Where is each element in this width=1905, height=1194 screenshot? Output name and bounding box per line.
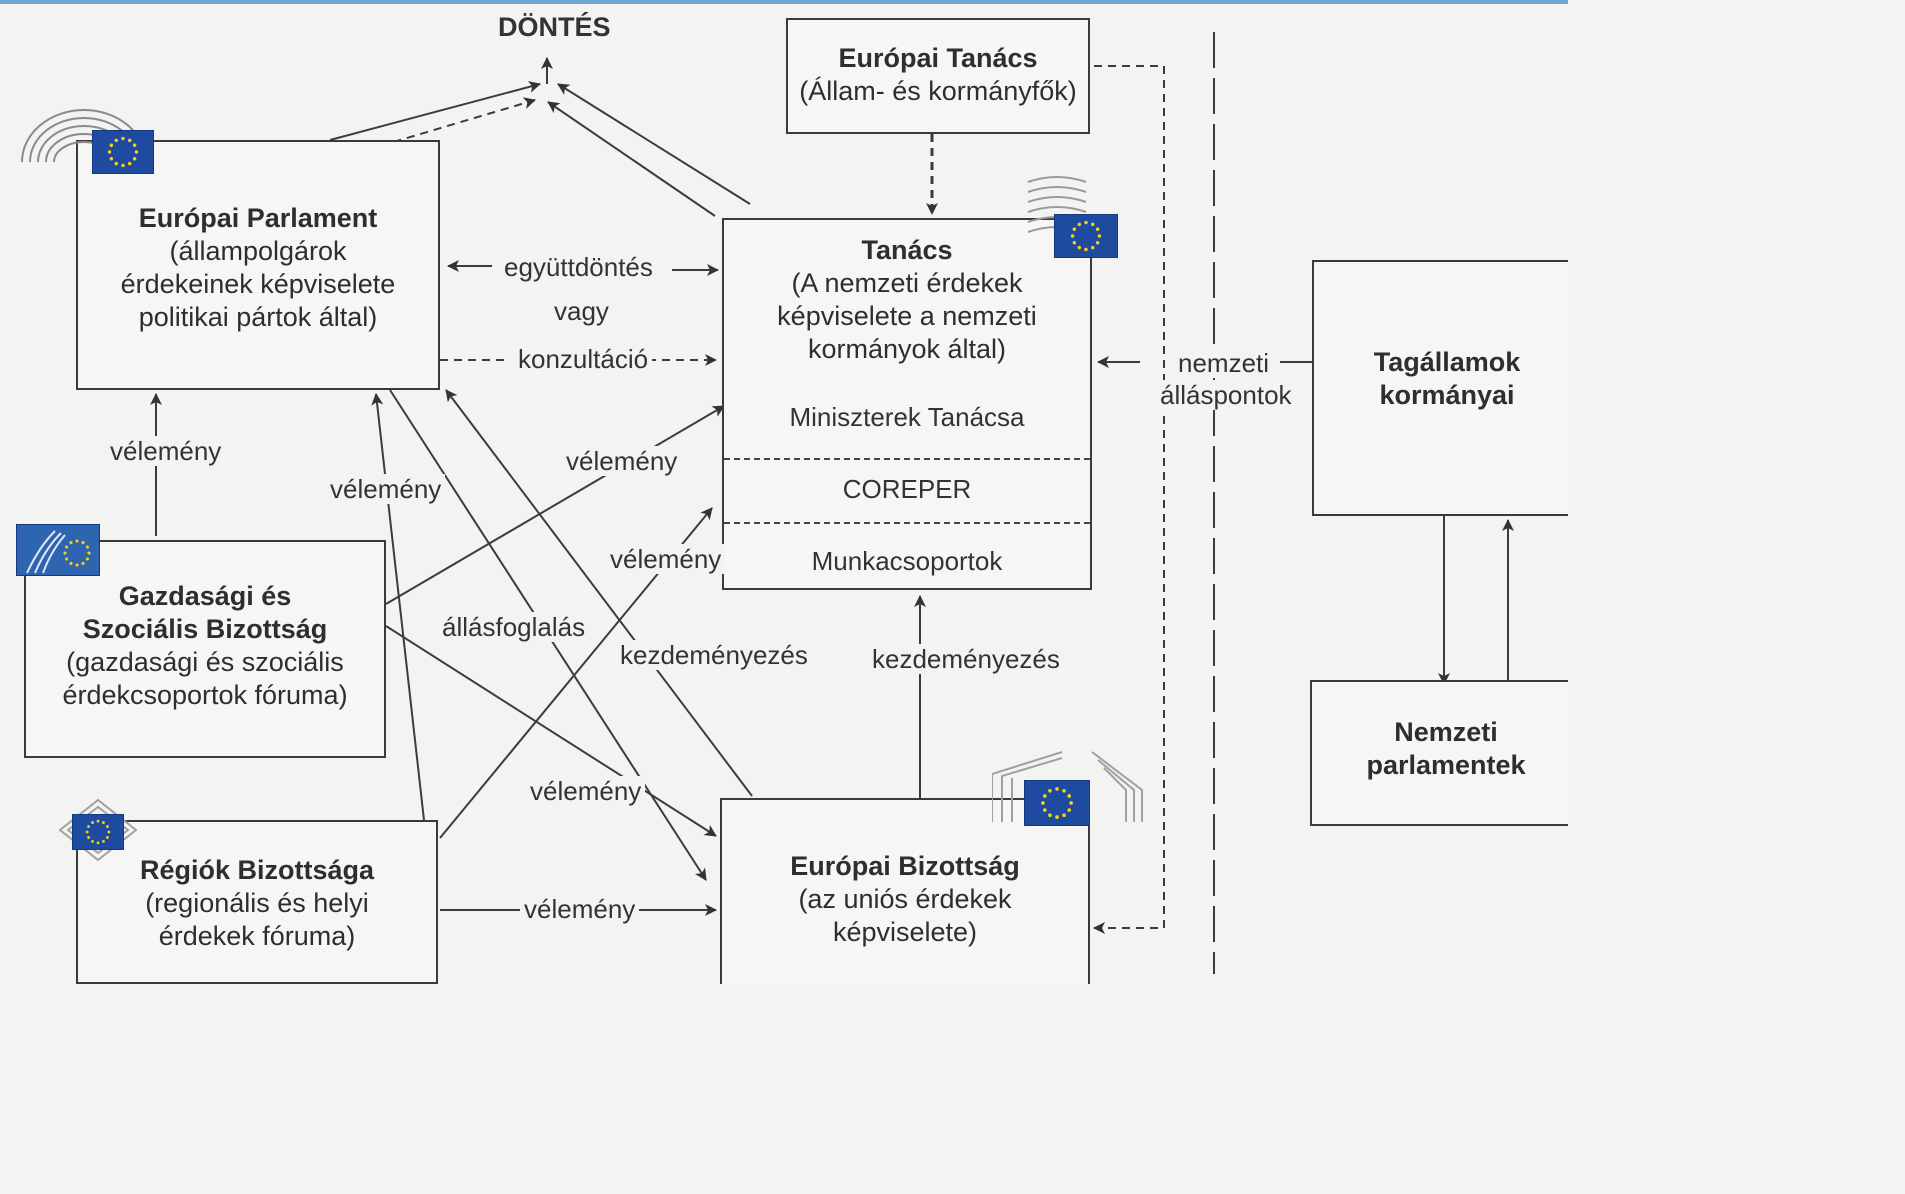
eu-flag-icon [72, 814, 124, 850]
commission-title: Európai Bizottság [790, 851, 1020, 881]
european-council-subtitle: (Állam- és kormányfők) [799, 76, 1077, 106]
esc-sub-1: (gazdasági és szociális [66, 647, 344, 677]
commission-box: Európai Bizottság (az uniós érdekek képv… [720, 798, 1090, 984]
council-section-ministers: Miniszterek Tanácsa [789, 402, 1025, 432]
opinion-label-regions-council: vélemény [606, 544, 726, 574]
esc-opinion-to-council [385, 405, 725, 605]
european-parliament-box: Európai Parlament (állampolgárok érdekei… [76, 140, 440, 390]
codecision-label: együttdöntés [500, 252, 657, 282]
eu-stars-icon [107, 136, 139, 168]
esc-sub-2: érdekcsoportok fóruma) [62, 680, 348, 710]
national-positions-label-1: nemzeti [1174, 348, 1274, 378]
eu-stars-icon [85, 819, 111, 845]
parliament-sub-2: érdekeinek képviselete [120, 269, 396, 299]
national-positions-dashed [1093, 65, 1165, 934]
eu-stars-icon [63, 539, 91, 567]
member-states-title-1: Tagállamok [1373, 347, 1521, 377]
council-sub-1: (A nemzeti érdekek [791, 268, 1023, 298]
council-to-decision-line [557, 83, 751, 205]
regions-title: Régiók Bizottsága [139, 855, 375, 885]
parliament-title: Európai Parlament [138, 203, 378, 233]
commission-initiative-to-parliament [445, 389, 753, 797]
or-label: vagy [550, 296, 613, 326]
eu-flag-icon [92, 130, 154, 174]
council-to-decision-line-2 [547, 101, 716, 217]
parliament-sub-3: politikai pártok által) [138, 302, 378, 332]
national-positions-label-2: álláspontok [1156, 380, 1296, 410]
council-divider-2 [724, 522, 1090, 524]
council-title: Tanács [861, 235, 953, 265]
opinion-label-regions-commission: vélemény [520, 894, 640, 924]
regions-opinion-to-parliament [371, 393, 425, 821]
european-council-box: Európai Tanács (Állam- és kormányfők) [786, 18, 1090, 134]
parliament-to-decision-line [329, 81, 541, 141]
european-council-title: Európai Tanács [838, 43, 1038, 73]
regions-sub-1: (regionális és helyi [145, 888, 369, 918]
commission-sub-2: képviselete) [832, 917, 978, 947]
opinion-label-esc-commission: vélemény [526, 776, 646, 806]
council-sub-3: kormányok által) [807, 334, 1007, 364]
council-divider-1 [724, 458, 1090, 460]
esc-title-1: Gazdasági és [118, 581, 292, 611]
initiative-label-parliament: kezdeményezés [616, 640, 812, 670]
initiative-label-council: kezdeményezés [868, 644, 1064, 674]
parliament-sub-1: (állampolgárok [169, 236, 347, 266]
esc-opinion-to-commission [385, 625, 717, 837]
commission-building-icon [992, 750, 1144, 824]
council-sub-2: képviselete a nemzeti [777, 301, 1037, 331]
decision-label: DÖNTÉS [498, 12, 611, 42]
eu-stars-icon [1070, 220, 1102, 252]
national-parliaments-box: Nemzeti parlamentek [1310, 680, 1568, 826]
regions-box: Régiók Bizottsága (regionális és helyi é… [76, 820, 438, 984]
esc-logo-icon [16, 524, 100, 576]
council-section-working-groups: Munkacsoportok [811, 546, 1003, 576]
commission-sub-1: (az uniós érdekek [798, 884, 1012, 914]
council-box: Tanács (A nemzeti érdekek képviselete a … [722, 218, 1092, 590]
council-section-coreper: COREPER [842, 474, 972, 504]
opinion-label-esc-parliament: vélemény [106, 436, 226, 466]
eu-institutions-diagram: DÖNTÉS Európai Tanács (Állam- és kormány… [0, 0, 1568, 984]
regions-sub-2: érdekek fóruma) [158, 921, 356, 951]
opinion-label-esc-council: vélemény [562, 446, 682, 476]
member-states-box: Tagállamok kormányai [1312, 260, 1568, 516]
opinion-label-regions-parliament: vélemény [326, 474, 446, 504]
esc-title-2: Szociális Bizottság [82, 614, 328, 644]
national-parliaments-title-1: Nemzeti [1394, 717, 1498, 747]
eu-flag-icon [1024, 780, 1090, 826]
position-label: állásfoglalás [438, 612, 590, 642]
esc-box: Gazdasági és Szociális Bizottság (gazdas… [24, 540, 386, 758]
eu-stars-icon [1041, 787, 1073, 819]
national-parliaments-title-2: parlamentek [1366, 750, 1526, 780]
member-states-title-2: kormányai [1379, 380, 1515, 410]
eu-flag-icon [1054, 214, 1118, 258]
consultation-label: konzultáció [514, 344, 653, 374]
